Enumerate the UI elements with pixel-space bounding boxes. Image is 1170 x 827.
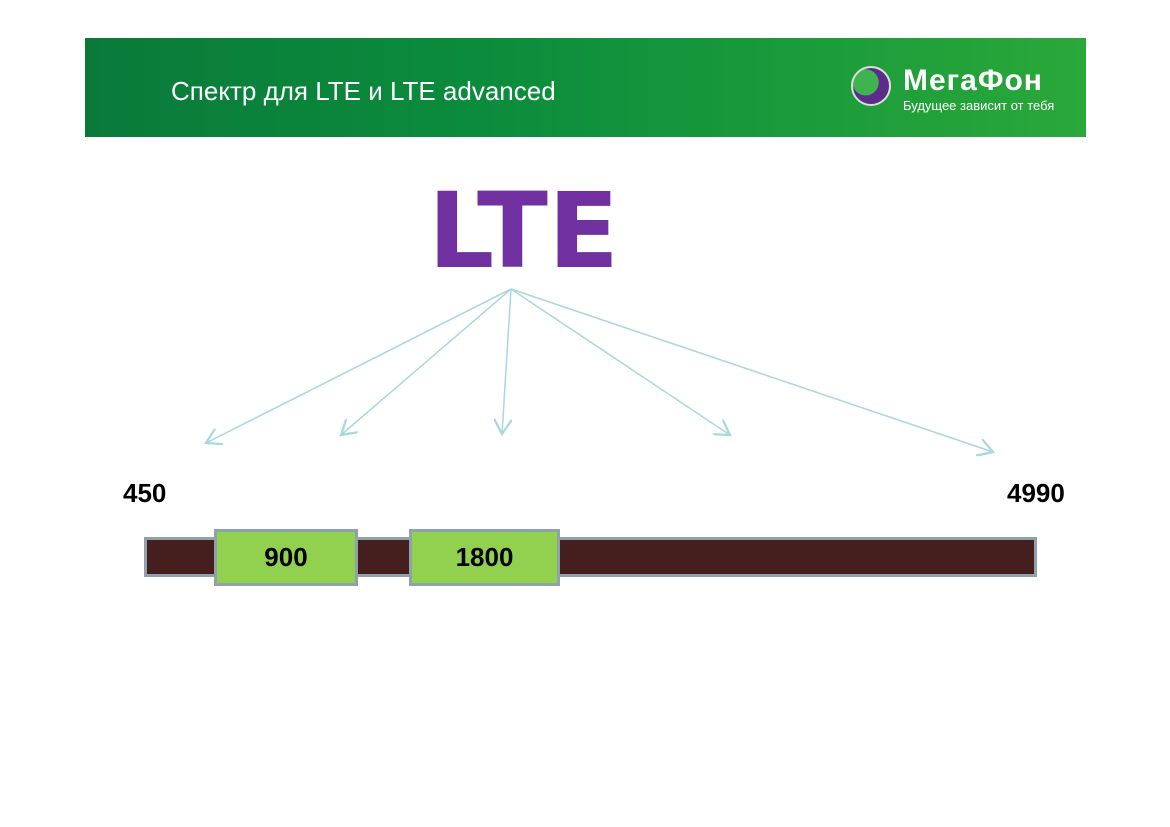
range-end-label: 4990 — [1007, 478, 1065, 508]
band-1800: 1800 — [409, 529, 560, 586]
brand-name: МегаФон — [903, 64, 1043, 97]
arrow — [510, 288, 993, 452]
slide-title: Спектр для LTE и LTE advanced — [171, 76, 556, 106]
lte-heading: LTE — [428, 170, 620, 292]
brand-slogan: Будущее зависит от тебя — [903, 98, 1055, 113]
arrow — [510, 288, 730, 435]
range-start-label: 450 — [123, 478, 167, 508]
megafon-logo: МегаФон Будущее зависит от тебя — [851, 64, 1071, 114]
arrow — [206, 288, 512, 443]
arrow — [502, 288, 511, 434]
band-900: 900 — [214, 529, 358, 586]
logo-icon — [851, 66, 891, 106]
arrow — [341, 288, 512, 435]
header-banner: Спектр для LTE и LTE advanced МегаФон Бу… — [85, 38, 1086, 137]
